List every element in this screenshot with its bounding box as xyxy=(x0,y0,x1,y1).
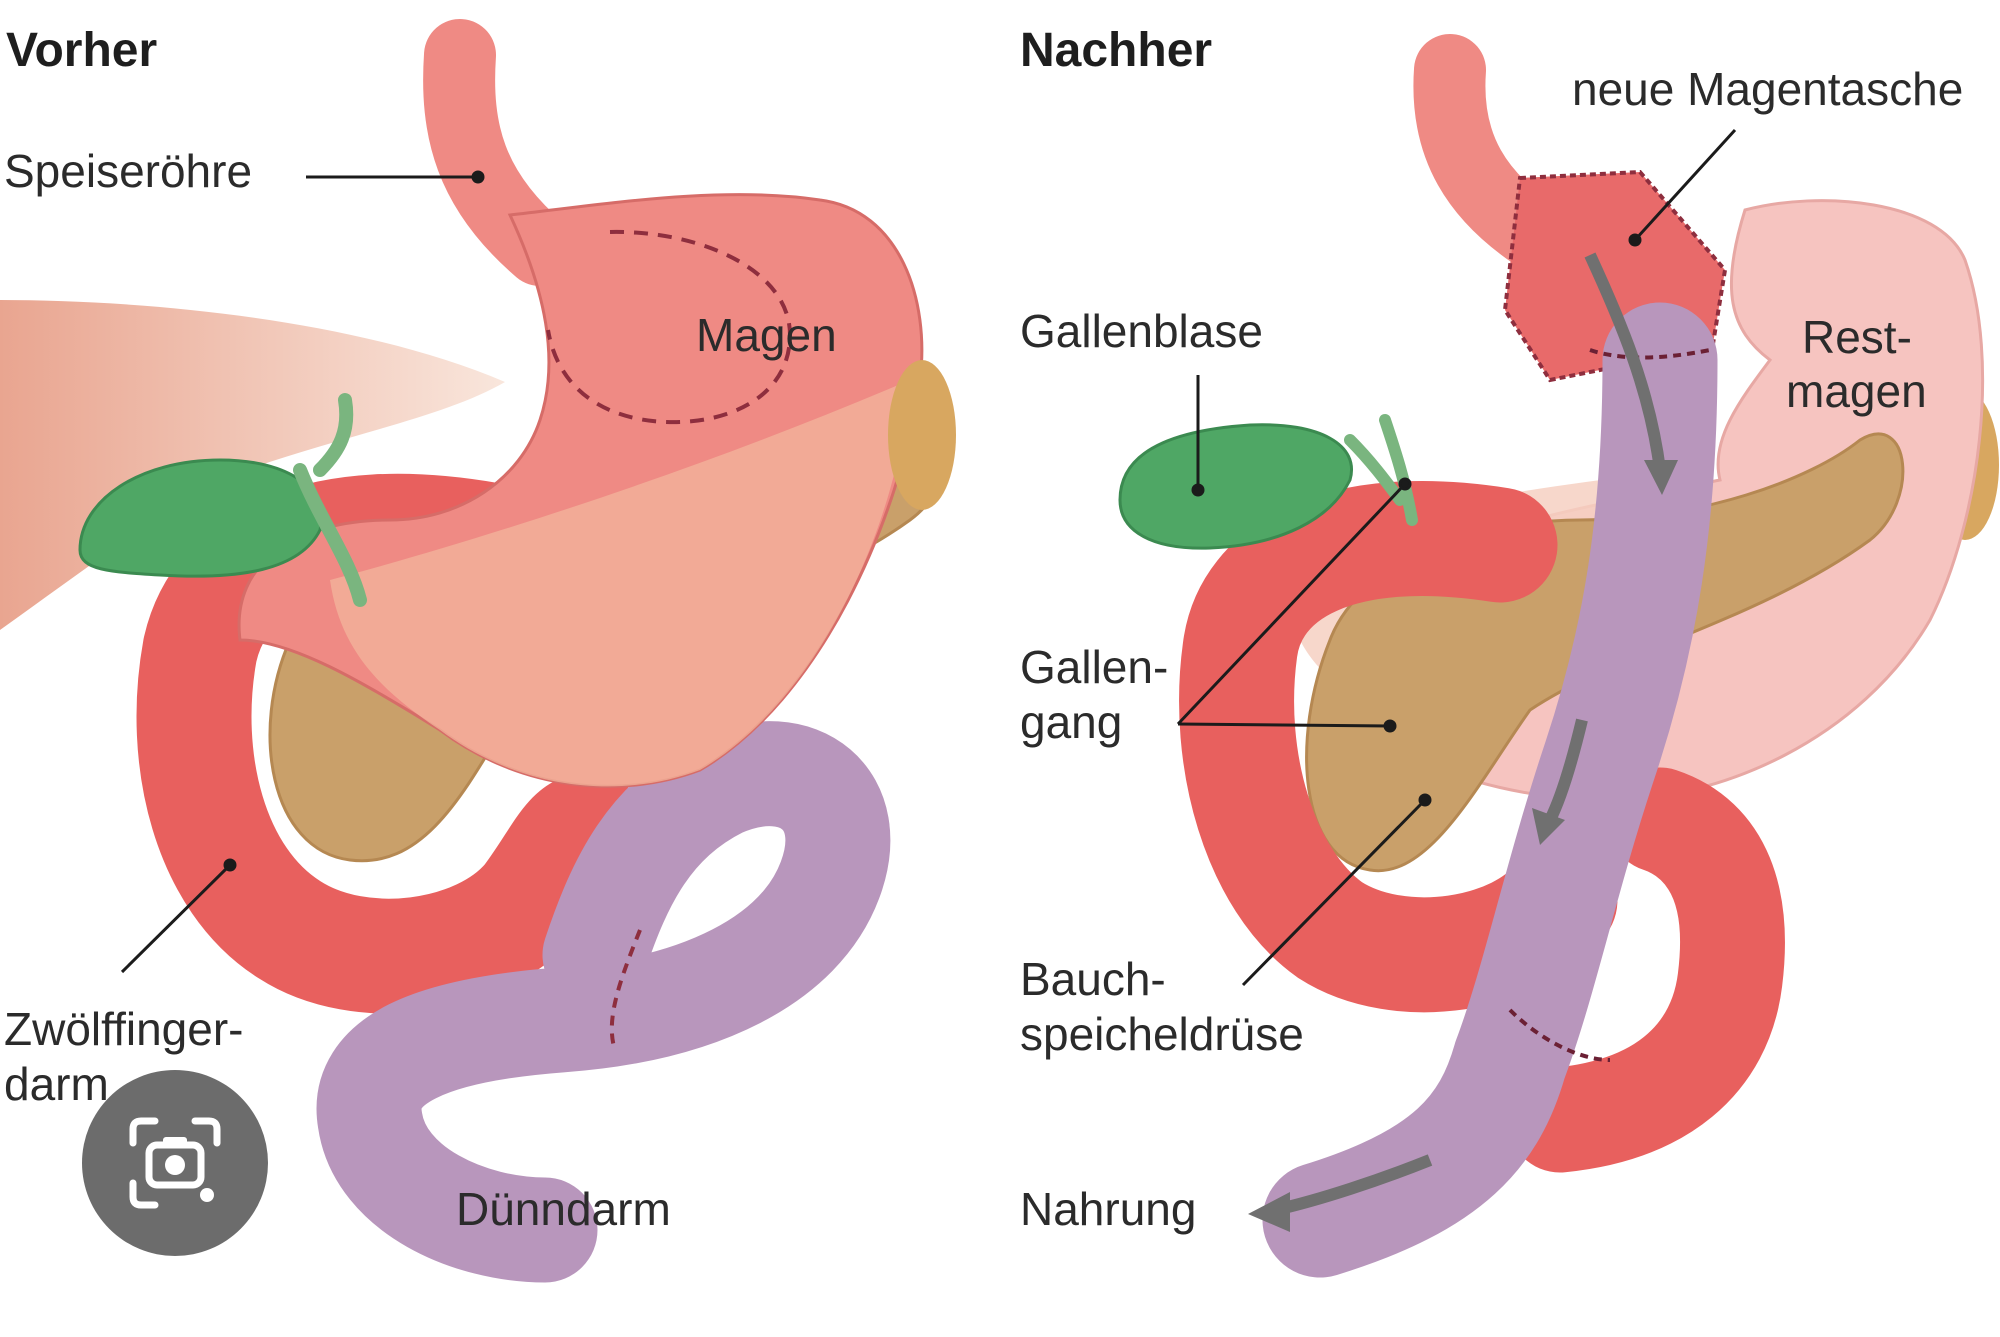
roux-limb xyxy=(1262,302,1718,1278)
after-illustration xyxy=(1118,34,1999,1278)
label-pancreas-line1: Bauch- xyxy=(1020,953,1166,1005)
food-arrow-1 xyxy=(1584,252,1666,471)
label-remnant-line1: Rest- xyxy=(1802,311,1912,363)
jejunum-loop xyxy=(1507,767,1785,1173)
food-arrow-3 xyxy=(1273,1154,1433,1216)
label-duodenum-line2: darm xyxy=(4,1058,109,1110)
label-small-intestine: Dünndarm xyxy=(456,1183,671,1235)
visual-search-camera-icon xyxy=(129,1117,221,1209)
visual-search-button[interactable] xyxy=(82,1070,268,1256)
label-bile-duct-line1: Gallen- xyxy=(1020,641,1169,693)
roux-limb-seam xyxy=(1508,348,1711,1062)
label-esophagus-before: Speiseröhre xyxy=(4,145,253,197)
food-arrow-2 xyxy=(1544,718,1588,823)
label-new-stomach-pouch: neue Magentasche xyxy=(1572,63,1964,115)
pouch-outline xyxy=(546,229,793,425)
small-intestine xyxy=(316,721,891,1283)
food-arrow-3-head xyxy=(1248,1192,1290,1232)
small-intestine-seam xyxy=(609,929,642,1051)
greater-omentum xyxy=(330,380,910,787)
before-illustration xyxy=(0,19,956,1283)
label-remnant-line2: magen xyxy=(1786,365,1927,417)
bile-duct xyxy=(293,393,367,607)
food-arrow-1-head xyxy=(1644,460,1678,495)
gallbladder xyxy=(1118,423,1353,550)
duodenum xyxy=(1179,481,1618,1013)
label-stomach: Magen xyxy=(696,309,837,361)
spleen xyxy=(888,360,956,510)
leader-lines xyxy=(120,128,1737,987)
after-title: Nachher xyxy=(1020,24,1213,77)
food-arrow-2-head xyxy=(1532,808,1565,845)
label-pancreas-line2: speicheldrüse xyxy=(1020,1008,1304,1060)
before-title: Vorher xyxy=(6,24,158,77)
label-bile-duct-line2: gang xyxy=(1020,696,1123,748)
label-food: Nahrung xyxy=(1020,1183,1197,1235)
label-gallbladder: Gallenblase xyxy=(1020,305,1263,357)
label-duodenum-line1: Zwölffinger- xyxy=(4,1003,244,1055)
